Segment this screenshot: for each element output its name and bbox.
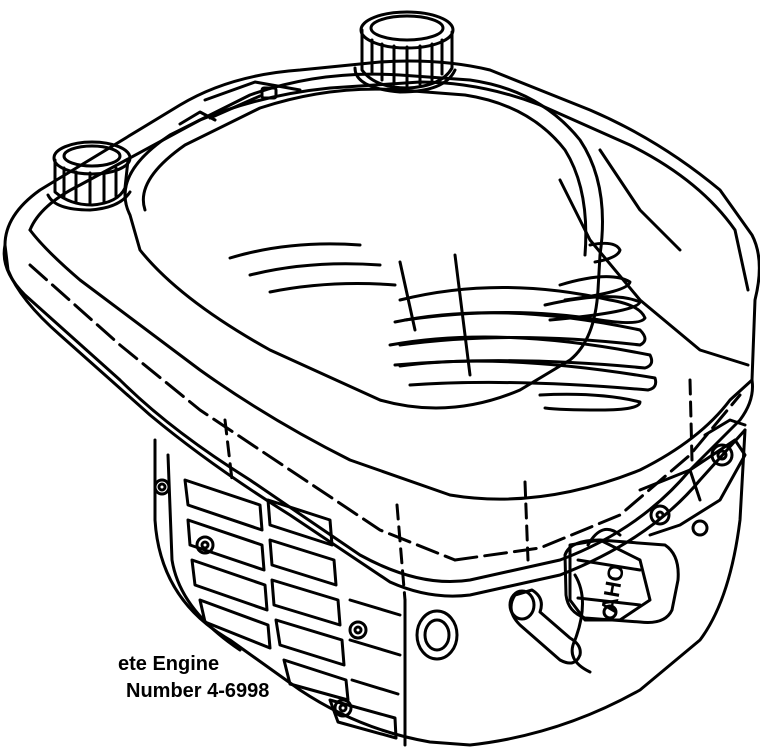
fuel-cap-icon (355, 12, 455, 92)
caption-line-2: Number 4-6998 (126, 680, 270, 702)
rear-vent (180, 82, 300, 124)
figure-caption: ete Engine Number 4-6998 (118, 651, 398, 721)
shroud-top (5, 61, 759, 499)
caption-line-1: ete Engine (118, 653, 220, 675)
decal: AHO (565, 540, 678, 623)
fan-cover (125, 74, 656, 410)
engine-block (155, 420, 745, 745)
oil-cap-icon (48, 142, 130, 210)
decal-text: AHO (596, 562, 629, 614)
